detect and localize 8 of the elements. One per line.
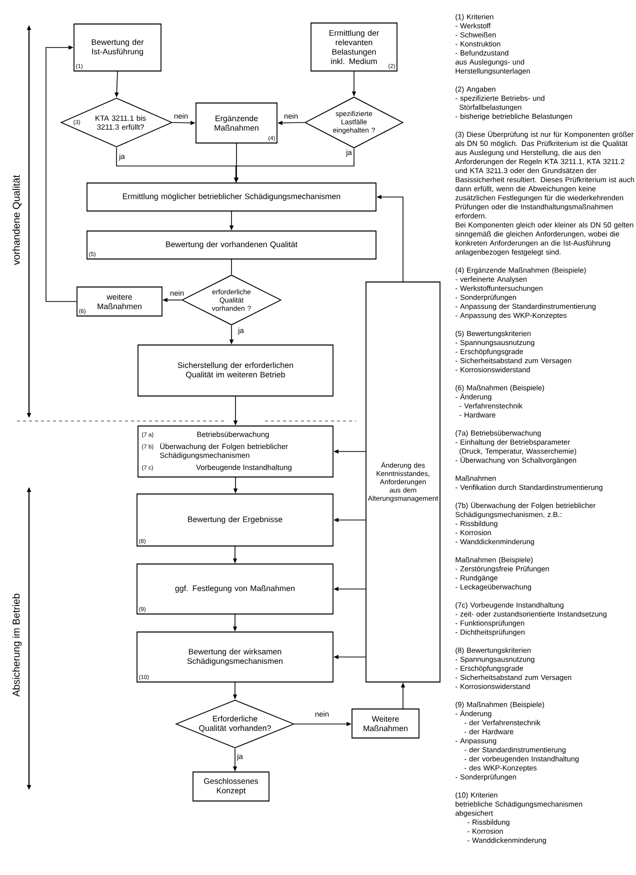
section-label: vorhandene Qualität (12, 175, 22, 265)
process-box: Geschlossenes Konzept (192, 772, 270, 802)
arrow (46, 45, 77, 302)
section-label: Absicherung im Betrieb (12, 594, 22, 697)
process-box: Ermittlung möglicher betrieblicher Schädigungsmechanismen (86, 182, 376, 212)
connector-line (231, 259, 232, 275)
process-box: Weitere Maßnahmen (352, 708, 420, 738)
process-box: Sicherstellung der erforderlichen Qualität im weiteren Betrieb (138, 344, 334, 396)
